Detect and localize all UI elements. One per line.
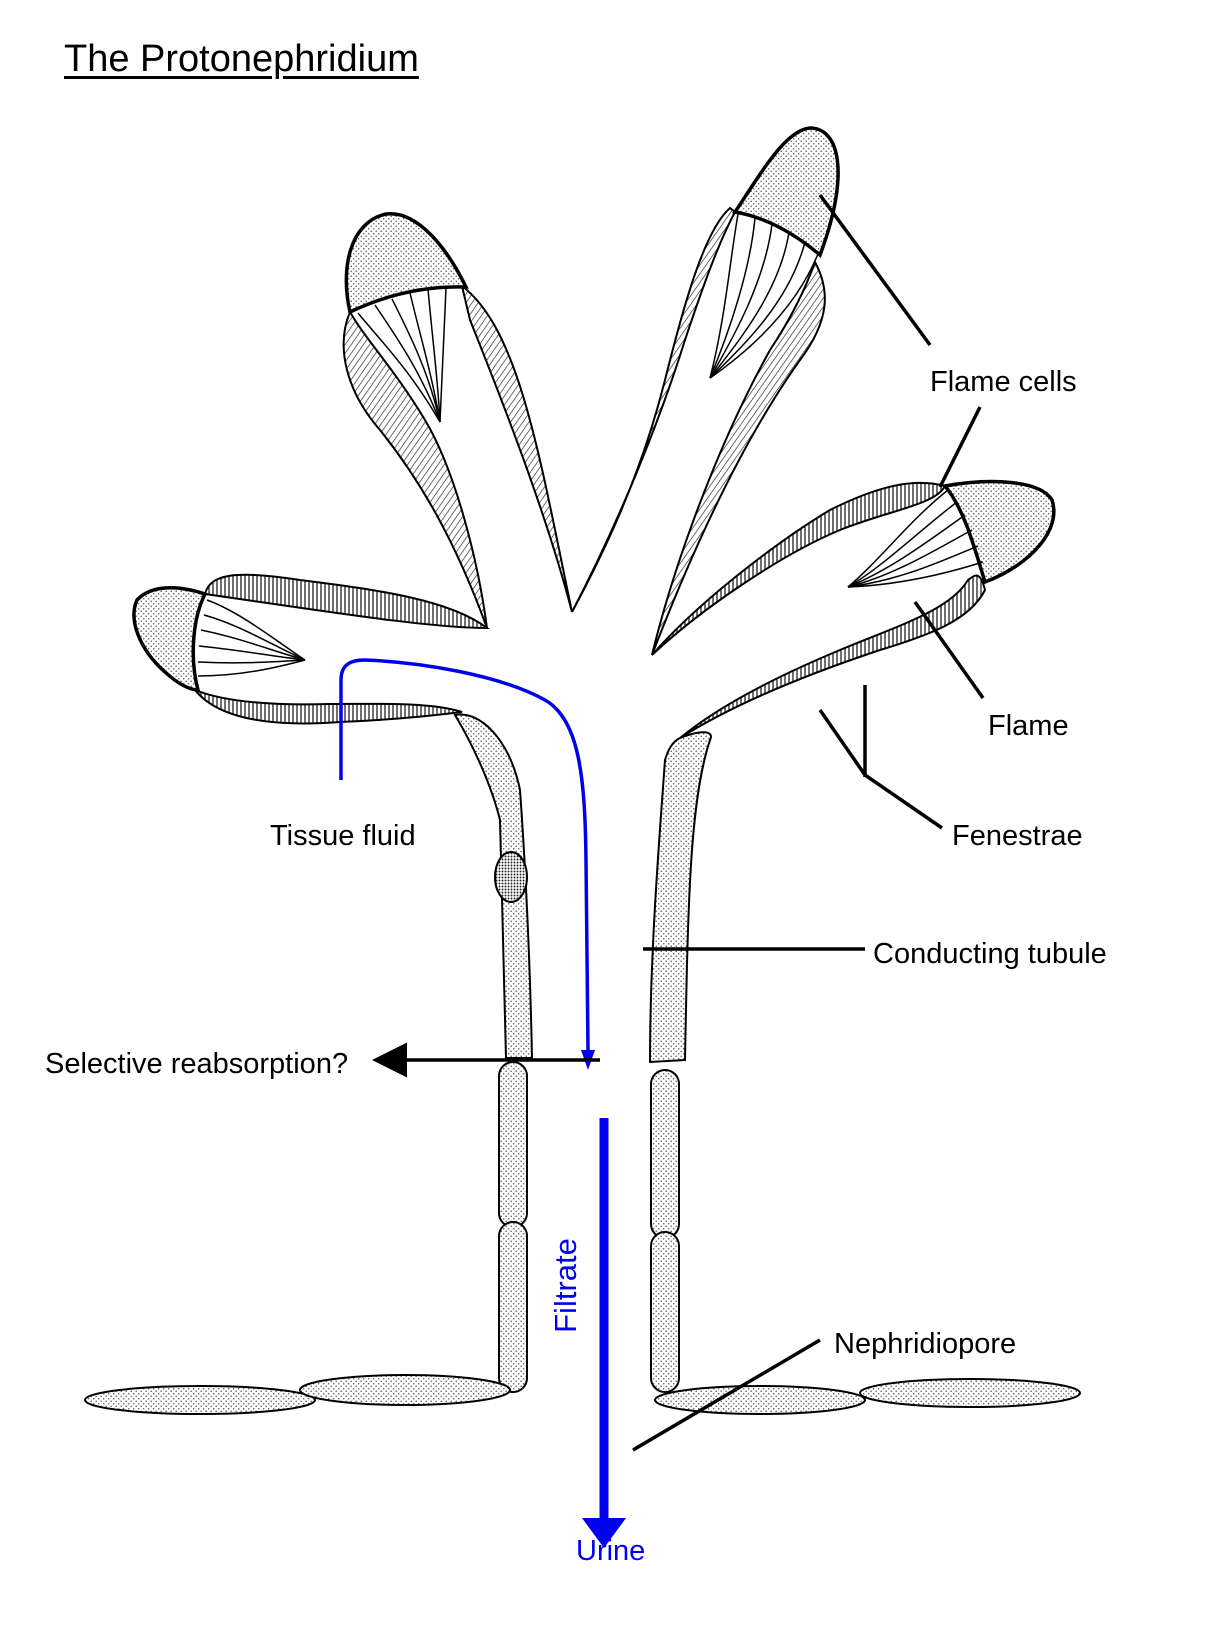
top-right-flame-cell bbox=[571, 126, 840, 656]
label-fenestrae: Fenestrae bbox=[952, 820, 1083, 852]
flame-tuft-left bbox=[197, 599, 306, 677]
filtrate-flow-line bbox=[339, 658, 590, 1051]
leader-nephridiopore bbox=[632, 1338, 821, 1452]
leader-fenestrae bbox=[818, 709, 943, 830]
tubule-left-wall bbox=[453, 713, 534, 1393]
epidermal-cell bbox=[654, 1385, 866, 1415]
epidermis-cells bbox=[84, 1374, 1081, 1415]
tubule-cell bbox=[650, 1231, 680, 1393]
top-left-flame-cell bbox=[342, 212, 573, 629]
urine-arrow-head bbox=[582, 1518, 626, 1548]
flame-tuft-right bbox=[847, 489, 984, 588]
label-flame: Flame bbox=[988, 710, 1069, 742]
right-flame-cell bbox=[651, 479, 1056, 739]
flame-tuft-top-right bbox=[709, 213, 819, 379]
epidermal-cell bbox=[84, 1385, 316, 1415]
label-tissue-fluid: Tissue fluid bbox=[270, 820, 416, 852]
label-urine: Urine bbox=[576, 1535, 646, 1567]
tubule-cell bbox=[650, 1069, 680, 1239]
tubule-cell-nucleus bbox=[494, 851, 528, 903]
leader-flame-cells-right bbox=[938, 406, 982, 488]
tubule-right-wall bbox=[648, 731, 712, 1393]
label-filtrate: Filtrate bbox=[547, 1238, 583, 1333]
leader-flame-cells-top bbox=[818, 193, 932, 347]
leader-lines bbox=[372, 193, 985, 1452]
label-nephridiopore: Nephridiopore bbox=[834, 1328, 1017, 1360]
flame-tuft-top-left bbox=[357, 287, 447, 423]
label-selective-reabsorption: Selective reabsorption? bbox=[45, 1048, 349, 1080]
leader-flame bbox=[913, 600, 985, 700]
epidermal-cell bbox=[859, 1378, 1081, 1408]
page-title: The Protonephridium bbox=[64, 38, 419, 80]
flow-arrows bbox=[339, 658, 626, 1548]
label-conducting-tubule: Conducting tubule bbox=[873, 938, 1107, 970]
label-flame-cells: Flame cells bbox=[930, 366, 1077, 398]
tubule-cell bbox=[498, 1061, 528, 1228]
tubule-cell bbox=[498, 1221, 528, 1393]
left-flame-cell bbox=[132, 573, 490, 725]
epidermal-cell bbox=[299, 1374, 511, 1406]
